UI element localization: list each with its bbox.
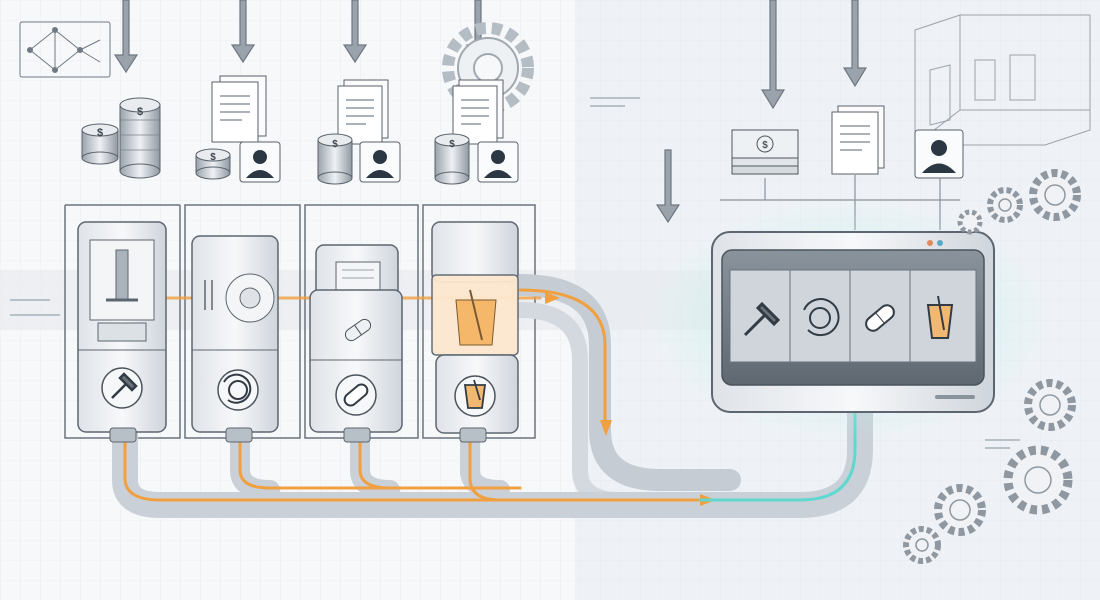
capsule-icon [335,374,377,416]
gear-cluster-icon [903,169,1081,564]
person-badge-icon [914,129,964,179]
svg-text:$: $ [332,139,338,150]
svg-text:$: $ [762,140,768,151]
capsule-icon [865,304,895,332]
svg-text:$: $ [97,127,103,139]
machine-mixer [431,221,519,434]
person-badge-icon [359,141,401,183]
collector-input-lines [720,175,960,230]
coin-stack-icon: $ [434,133,470,185]
person-badge-icon [239,141,281,183]
hammer-icon [101,367,143,409]
flow-lines-teal [698,403,857,502]
screen-panels [789,270,911,362]
person-badge-icon [477,141,519,183]
svg-text:$: $ [449,139,455,150]
collector-device [650,200,1050,440]
machine-pill-splitter [309,244,403,433]
coin-stack-icon: $ [317,133,353,185]
coin-stack-icon: $ [119,97,161,179]
documents-icon [831,105,885,175]
annotation-lines [10,97,1020,449]
beaker-icon [926,295,954,339]
machine-press [77,221,167,433]
machine-turbine [191,235,279,433]
disc-rotate-icon [217,369,259,411]
svg-text:$: $ [210,152,216,163]
coin-stack-icon: $ [81,123,119,165]
beaker-icon [454,375,496,417]
svg-text:$: $ [137,106,143,118]
machine-connectors [109,427,487,443]
network-graph-icon [19,21,111,78]
documents-icon [337,79,389,145]
hammer-icon [743,301,781,337]
banknotes-icon: $ [731,129,799,175]
documents-icon [211,75,267,143]
disc-rotate-icon [803,298,840,337]
coin-stack-icon: $ [195,148,231,180]
